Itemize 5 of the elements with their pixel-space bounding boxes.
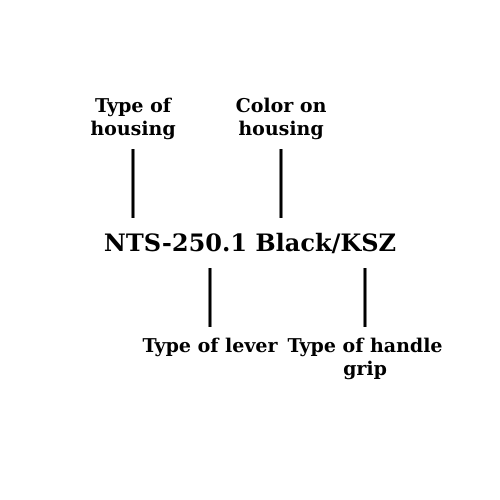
leader-line: [208, 268, 212, 327]
leader-line: [364, 268, 366, 327]
leader-line: [132, 149, 134, 218]
model-code-text: NTS-250.1 Black/KSZ: [30, 218, 470, 268]
leader-line: [280, 149, 282, 218]
